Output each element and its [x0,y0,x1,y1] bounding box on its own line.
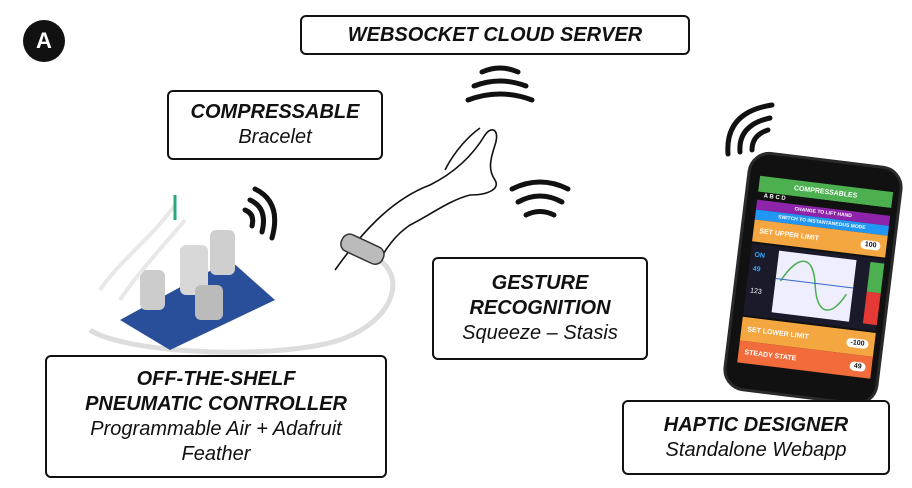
gesture-title-1: GESTURE [491,272,589,294]
panel-label-badge: A [23,20,65,62]
upper-label: SET UPPER LIMIT [758,227,820,242]
wifi-icon-controller [242,186,278,241]
wifi-icon-phone [725,102,775,157]
gesture-title-2: RECOGNITION [469,297,611,319]
steady-value: 49 [849,360,867,372]
controller-subtitle-1: Programmable Air + Adafruit [90,417,342,440]
hand-sketch [334,127,498,271]
controller-box: OFF-THE-SHELF PNEUMATIC CONTROLLER Progr… [45,355,387,478]
upper-value: 100 [860,239,882,251]
wifi-icon-server [465,65,535,103]
bracelet-subtitle: Bracelet [238,126,312,148]
live-value: 49 [752,265,761,274]
lower-label: SET LOWER LIMIT [746,325,810,341]
phone-graph-panel: ON 49 123 [743,243,885,332]
wifi-icon-bracelet [509,179,571,218]
controller-title-2: PNEUMATIC CONTROLLER [85,392,347,415]
gesture-box: GESTURE RECOGNITION Squeeze – Stasis [432,257,648,360]
gesture-subtitle: Squeeze – Stasis [462,322,618,344]
stop-button [862,291,881,326]
websocket-server-box: WEBSOCKET CLOUD SERVER [300,15,690,55]
steady-label: STEADY STATE [744,348,797,363]
pressure-value: 123 [749,287,763,296]
lower-value: -100 [846,337,869,349]
play-button [866,261,885,294]
bracelet-title: COMPRESSABLE [190,101,360,123]
bracelet-image [340,233,385,265]
pressure-chart [771,250,857,322]
bracelet-box: COMPRESSABLE Bracelet [167,90,383,160]
controller-subtitle-2: Feather [181,442,251,465]
phone-image: COMPRESSABLES A B C D CHANGE TO LIFT HAN… [720,149,906,408]
designer-title: HAPTIC DESIGNER [663,413,849,436]
server-title: WEBSOCKET CLOUD SERVER [347,23,643,46]
air-tube [88,245,396,355]
mode-value: ON [753,251,766,260]
controller-title-1: OFF-THE-SHELF [136,367,296,390]
haptic-designer-box: HAPTIC DESIGNER Standalone Webapp [622,400,890,475]
pneumatic-controller-image [98,195,275,350]
designer-subtitle: Standalone Webapp [665,438,847,461]
